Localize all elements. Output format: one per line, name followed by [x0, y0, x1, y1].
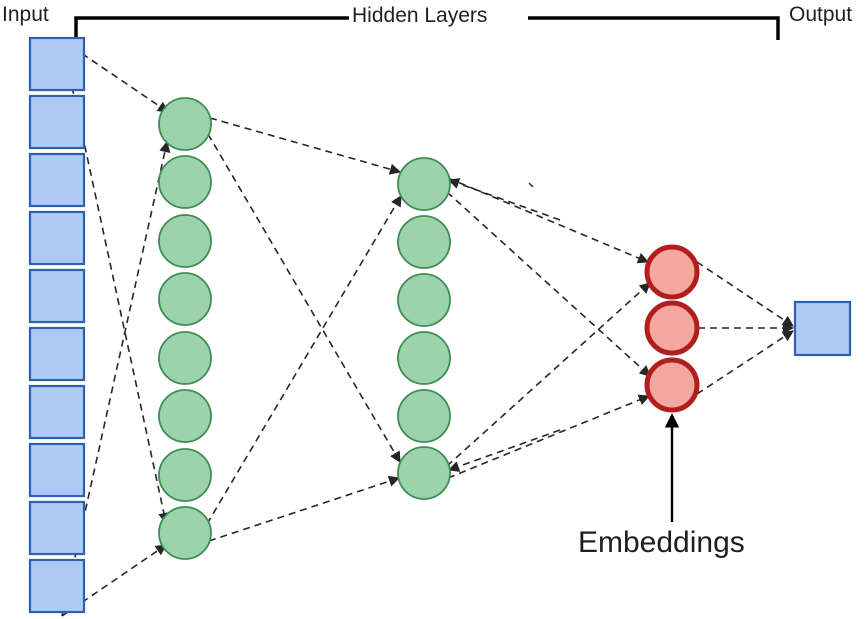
input-node[interactable] [28, 152, 86, 208]
embeddings-label: Embeddings [578, 526, 745, 559]
hidden-node[interactable] [158, 155, 212, 209]
connections-hidden2-to-embeddings [446, 177, 651, 479]
hidden-node[interactable] [158, 448, 212, 502]
input-node[interactable] [28, 94, 86, 150]
connections-embeddings-to-output [696, 261, 795, 395]
hidden-node[interactable] [158, 331, 212, 385]
input-label: Input [2, 3, 49, 26]
input-node[interactable] [28, 500, 86, 556]
hidden-node[interactable] [397, 215, 451, 269]
edge-hidden1-bottom-hidden2-top [206, 195, 402, 525]
embedding-node[interactable] [644, 244, 700, 300]
edge-hidden1-top-hidden2-bottom [207, 133, 401, 463]
edge-hidden2-top-embedding-bottom [446, 191, 651, 377]
edge-input-bottom-hidden1-top [61, 140, 171, 617]
edge-hidden2-bottom-embedding-top [446, 282, 651, 467]
embedding-node[interactable] [644, 300, 700, 356]
input-node[interactable] [28, 268, 86, 324]
output-label: Output [789, 3, 853, 26]
output-node[interactable] [793, 300, 852, 357]
edge-hidden1-bottom-hidden2-bottom [208, 475, 401, 542]
input-node[interactable] [28, 326, 86, 382]
embedding-layer [644, 244, 700, 413]
hidden-node[interactable] [397, 331, 451, 385]
edge-embedding-bottom-output [696, 330, 794, 395]
input-node[interactable] [28, 210, 86, 266]
connections-input-to-hidden1 [61, 39, 171, 617]
input-node[interactable] [28, 558, 86, 614]
edge-input-top-hidden1-top [61, 39, 169, 113]
hidden-node[interactable] [158, 97, 212, 151]
hidden-node[interactable] [158, 214, 212, 268]
hidden-layer-2 [397, 157, 451, 500]
embedding-node[interactable] [644, 357, 700, 413]
edge-tick-hidden2-top-back [447, 178, 561, 221]
edge-hidden1-top-hidden2-top [209, 117, 402, 175]
hidden-node[interactable] [158, 506, 212, 560]
input-node[interactable] [28, 36, 86, 92]
hidden-node[interactable] [397, 389, 451, 443]
hidden-node[interactable] [158, 272, 212, 326]
hidden-node[interactable] [397, 446, 451, 500]
input-node[interactable] [28, 384, 86, 440]
hidden-node[interactable] [397, 273, 451, 327]
edge-hidden2-top-embedding-top [447, 177, 650, 264]
stray-tick-artifact [528, 182, 534, 188]
edge-hidden2-bottom-embedding-bottom [447, 394, 651, 479]
input-layer [28, 36, 86, 614]
hidden-layers-label: Hidden Layers [349, 4, 491, 28]
edge-tick-hidden2-bottom-back [447, 429, 561, 472]
hidden-layers-bracket [74, 16, 780, 40]
hidden-node[interactable] [397, 157, 451, 211]
hidden-node[interactable] [158, 389, 212, 443]
input-node[interactable] [28, 442, 86, 498]
edge-embedding-top-output [696, 261, 794, 327]
hidden-layer-1 [158, 97, 212, 560]
edge-input-bottom-hidden1-bottom [61, 544, 167, 617]
edge-input-top-hidden1-bottom [61, 39, 170, 525]
connections-hidden1-to-hidden2 [206, 117, 402, 542]
connection-arrowheads-hidden2-left [447, 178, 561, 472]
